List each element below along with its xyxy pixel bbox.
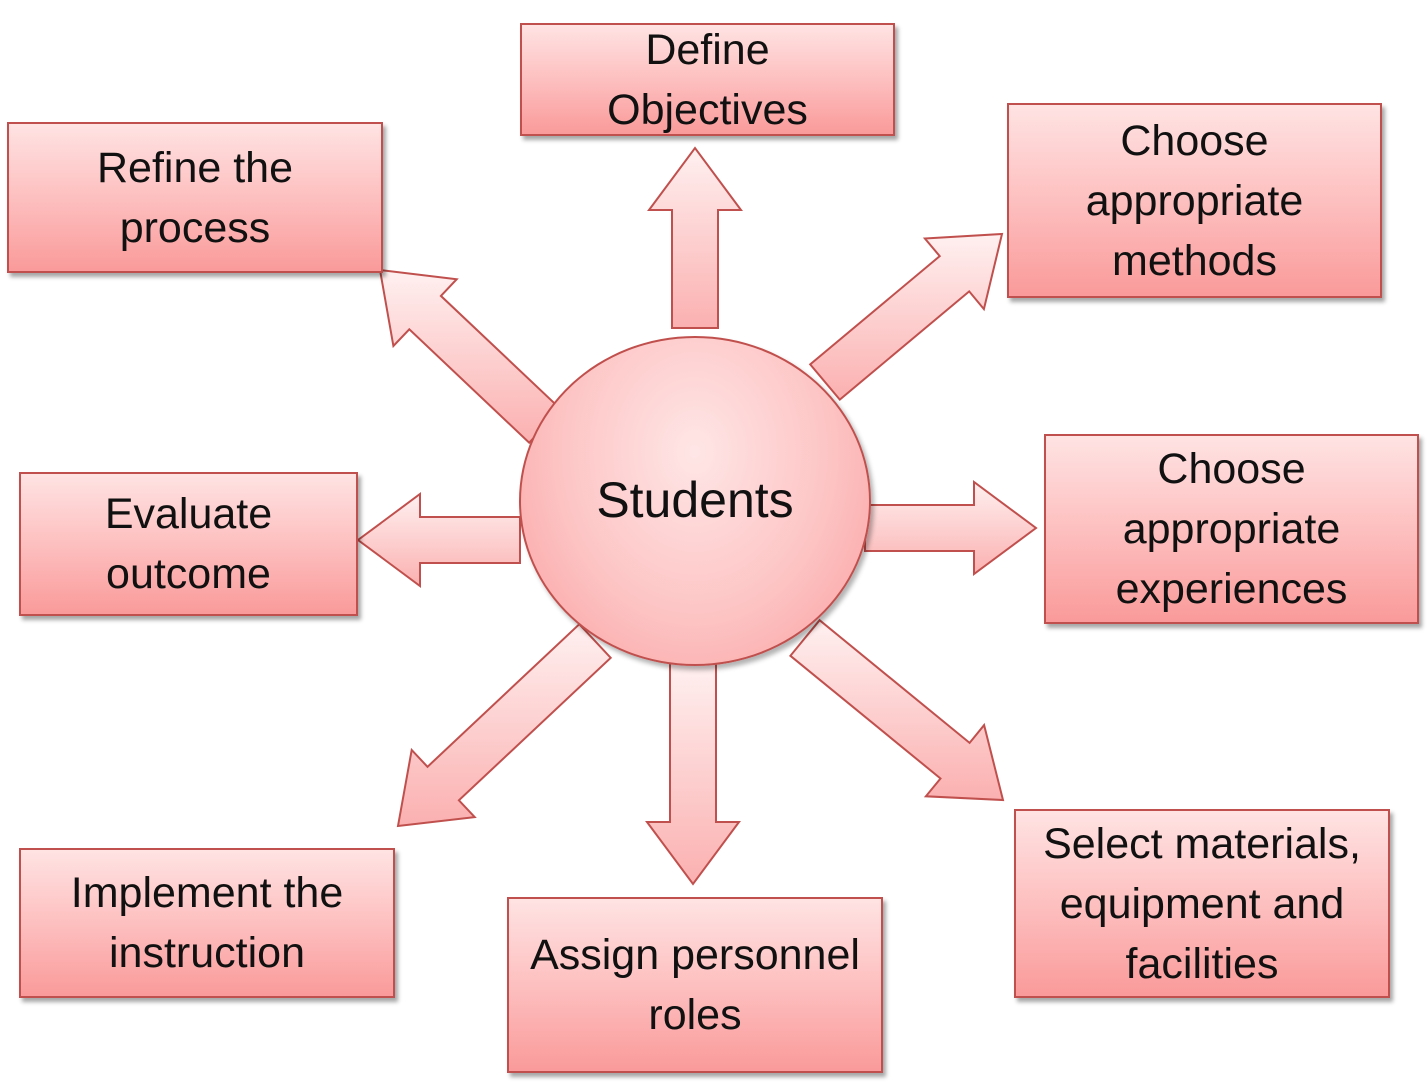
arrow-to-define-objectives — [647, 146, 743, 329]
node-choose-experiences: Choose appropriate experiences — [1044, 434, 1419, 624]
node-text: Refine the process — [97, 138, 293, 258]
node-line: equipment and — [1059, 879, 1345, 928]
node-text: Define Objectives — [607, 20, 808, 140]
node-text: Choose appropriate experiences — [1116, 439, 1348, 619]
center-label: Students — [596, 472, 794, 528]
node-text: Select materials, equipment and faciliti… — [1043, 814, 1361, 994]
node-line: Choose — [1157, 445, 1306, 493]
node-text: Assign personnel roles — [530, 925, 860, 1045]
node-text: Evaluate outcome — [105, 484, 272, 604]
arrow-to-select-materials — [788, 618, 1005, 802]
node-line: outcome — [106, 550, 271, 598]
node-line: methods — [1112, 236, 1277, 285]
node-text: Choose appropriate methods — [1086, 111, 1304, 291]
arrow-to-evaluate-outcome — [356, 492, 521, 588]
arrow-to-choose-methods — [808, 232, 1004, 402]
node-line: Choose — [1120, 116, 1269, 165]
node-line: appropriate — [1085, 176, 1304, 225]
node-line: appropriate — [1122, 505, 1341, 553]
node-line: Select materials, — [1043, 819, 1361, 868]
node-line: facilities — [1125, 939, 1279, 988]
arrow-to-choose-experiences — [864, 480, 1038, 576]
node-line: Objectives — [607, 85, 808, 134]
node-line: Refine the — [96, 143, 294, 192]
node-assign-roles: Assign personnel roles — [507, 897, 883, 1073]
node-line: Implement the — [70, 869, 344, 917]
node-line: process — [119, 203, 271, 252]
node-line: Evaluate — [104, 490, 273, 538]
node-select-materials: Select materials, equipment and faciliti… — [1014, 809, 1390, 998]
node-refine-process: Refine the process — [7, 122, 383, 273]
node-evaluate-outcome: Evaluate outcome — [19, 472, 358, 616]
node-line: Assign personnel — [530, 931, 860, 979]
node-line: experiences — [1115, 565, 1348, 613]
arrow-to-implement-instruction — [396, 622, 613, 828]
node-line: roles — [648, 991, 742, 1039]
node-line: Define — [645, 25, 770, 74]
arrow-to-assign-roles — [645, 661, 741, 886]
node-line: instruction — [109, 929, 305, 977]
center-node-students: Students — [519, 336, 871, 666]
node-define-objectives: Define Objectives — [520, 23, 895, 136]
arrow-to-refine-process — [378, 268, 563, 445]
node-text: Implement the instruction — [71, 863, 343, 983]
node-choose-methods: Choose appropriate methods — [1007, 103, 1382, 298]
node-implement-instruction: Implement the instruction — [19, 848, 395, 998]
